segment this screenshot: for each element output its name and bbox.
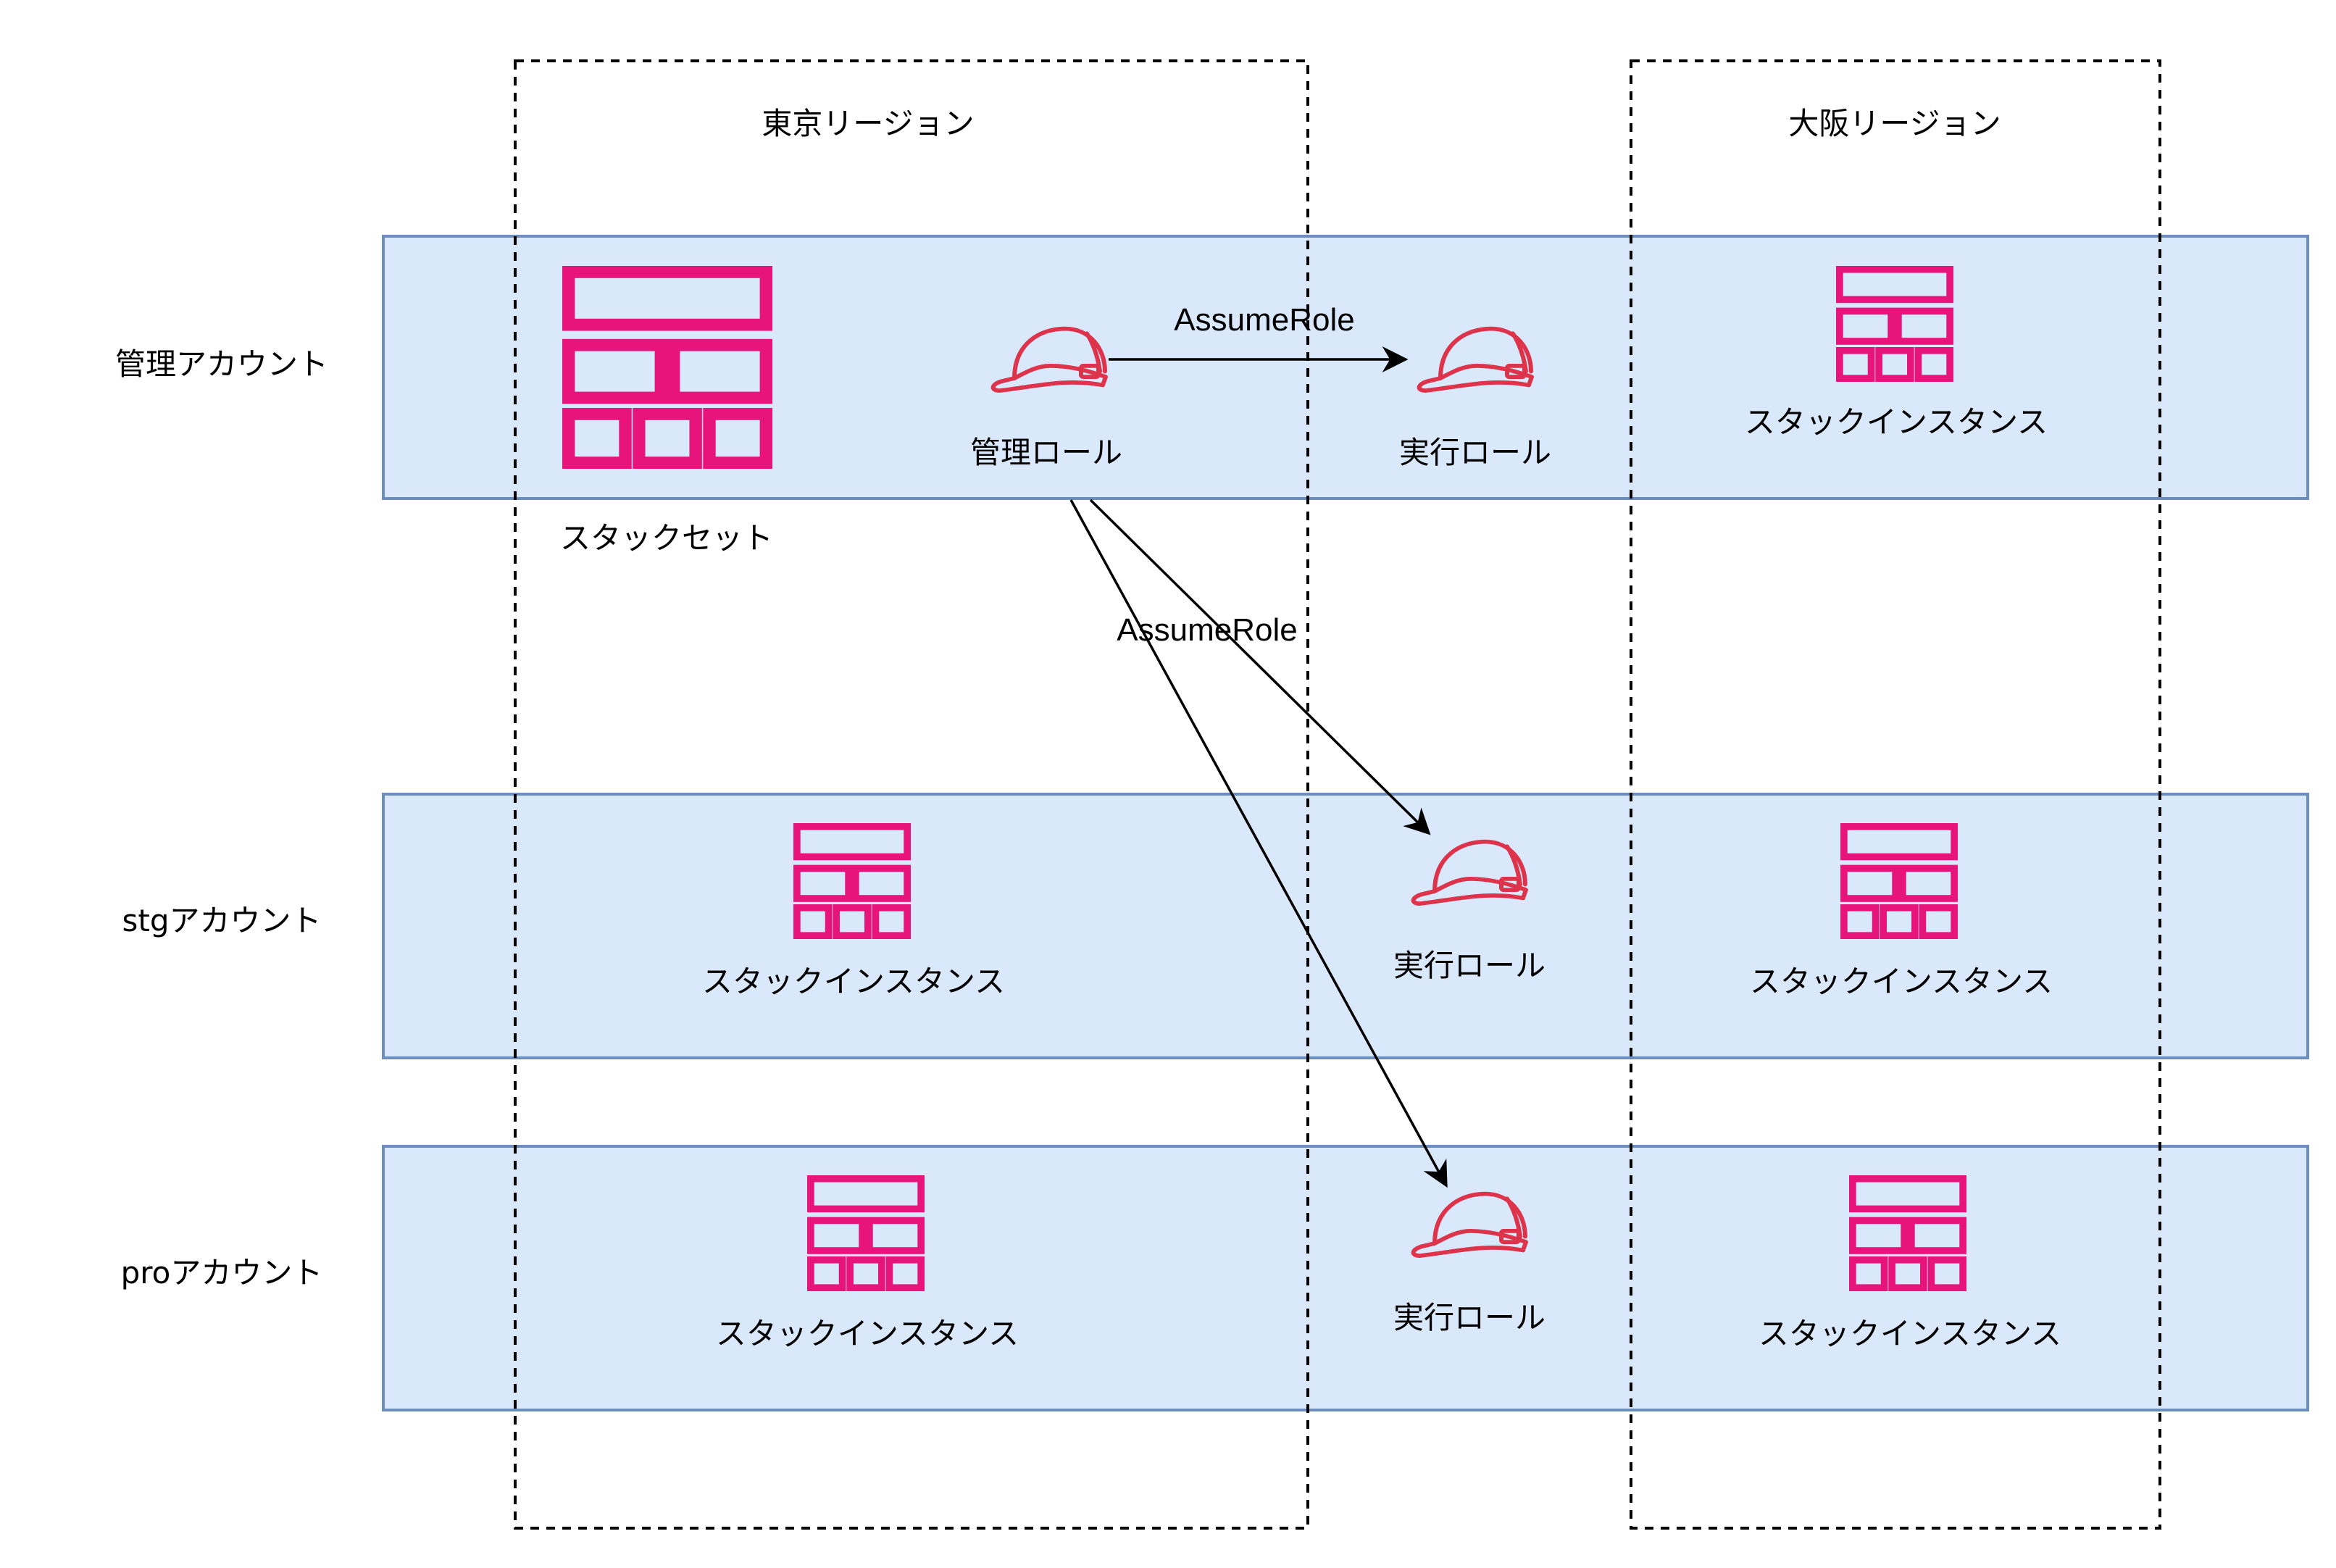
assume-role-label: AssumeRole [1174,302,1355,338]
exec-role-label: 実行ロール [1393,948,1546,983]
account-label-pro: proアカウント [120,1255,323,1290]
account-label-management: 管理アカウント [114,346,329,382]
stack-instance-label: スタックインスタンス [1758,1316,2062,1351]
exec-role-label: 実行ロール [1393,1300,1546,1335]
exec-role-label: 実行ロール [1398,435,1552,470]
account-label-stg: stgアカウント [122,903,322,938]
assume-role-arrow-pro [1069,499,1448,1188]
stack-instance-label: スタックインスタンス [1744,404,2048,440]
stack-set-label: スタックセット [559,520,774,556]
assume-role-label: AssumeRole [1117,612,1298,648]
assume-role-arrow-stg [1089,499,1431,835]
region-title-tokyo: 東京リージョン [762,106,975,141]
account-band-stg [382,793,2309,1059]
stack-instance-label: スタックインスタンス [715,1316,1019,1351]
stack-instance-label: スタックインスタンス [701,964,1006,999]
account-band-pro [382,1145,2309,1411]
region-title-osaka: 大阪リージョン [1788,106,2001,141]
region-box-tokyo [514,59,1309,1530]
stack-instance-label: スタックインスタンス [1749,964,2053,999]
region-box-osaka [1630,59,2161,1530]
admin-role-label: 管理ロール [969,435,1123,470]
